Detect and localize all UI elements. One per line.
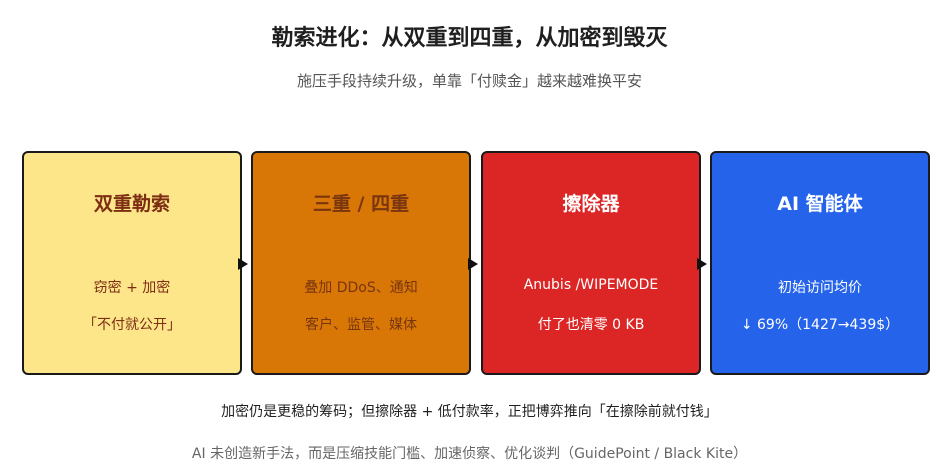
stage-triple-quadruple: 三重 / 四重 叠加 DDoS、通知 客户、监管、媒体 [251, 151, 471, 375]
stage-detail: 窃密 + 加密 [93, 280, 171, 296]
stage-wiper: 擦除器 Anubis /WIPEMODE 付了也清零 0 KB [481, 151, 701, 375]
stage-title: 双重勒索 [93, 193, 170, 215]
stage-detail: ↓ 69%（1427→439$） [740, 317, 900, 333]
summary-note: 加密仍是更稳的筹码；但擦除器 + 低付款率，正把博弈推向「在擦除前就付钱」 [221, 404, 718, 420]
page-subtitle: 施压手段持续升级，单靠「付赎金」越来越难换平安 [296, 72, 642, 90]
stage-detail: 付了也清零 0 KB [537, 317, 645, 333]
source-note: AI 未创造新手法，而是压缩技能门槛、加速侦察、优化谈判（GuidePoint … [191, 446, 748, 462]
stage-detail: 初始访问均价 [778, 280, 862, 296]
stage-detail: 叠加 DDoS、通知 [304, 280, 418, 296]
stage-title: 擦除器 [562, 193, 620, 215]
stage-detail: 「不付就公开」 [83, 317, 181, 333]
stage-title: 三重 / 四重 [312, 193, 410, 215]
stage-double-extortion: 双重勒索 窃密 + 加密 「不付就公开」 [22, 151, 242, 375]
flow-arrow-icon [468, 258, 478, 270]
stage-title: AI 智能体 [777, 193, 863, 215]
flow-arrow-icon [238, 258, 248, 270]
stage-detail: Anubis /WIPEMODE [523, 277, 659, 293]
page-title: 勒索进化：从双重到四重，从加密到毁灭 [271, 26, 668, 51]
flow-arrow-icon [697, 258, 707, 270]
stage-ai-agent: AI 智能体 初始访问均价 ↓ 69%（1427→439$） [710, 151, 930, 375]
stage-detail: 客户、监管、媒体 [305, 317, 417, 333]
